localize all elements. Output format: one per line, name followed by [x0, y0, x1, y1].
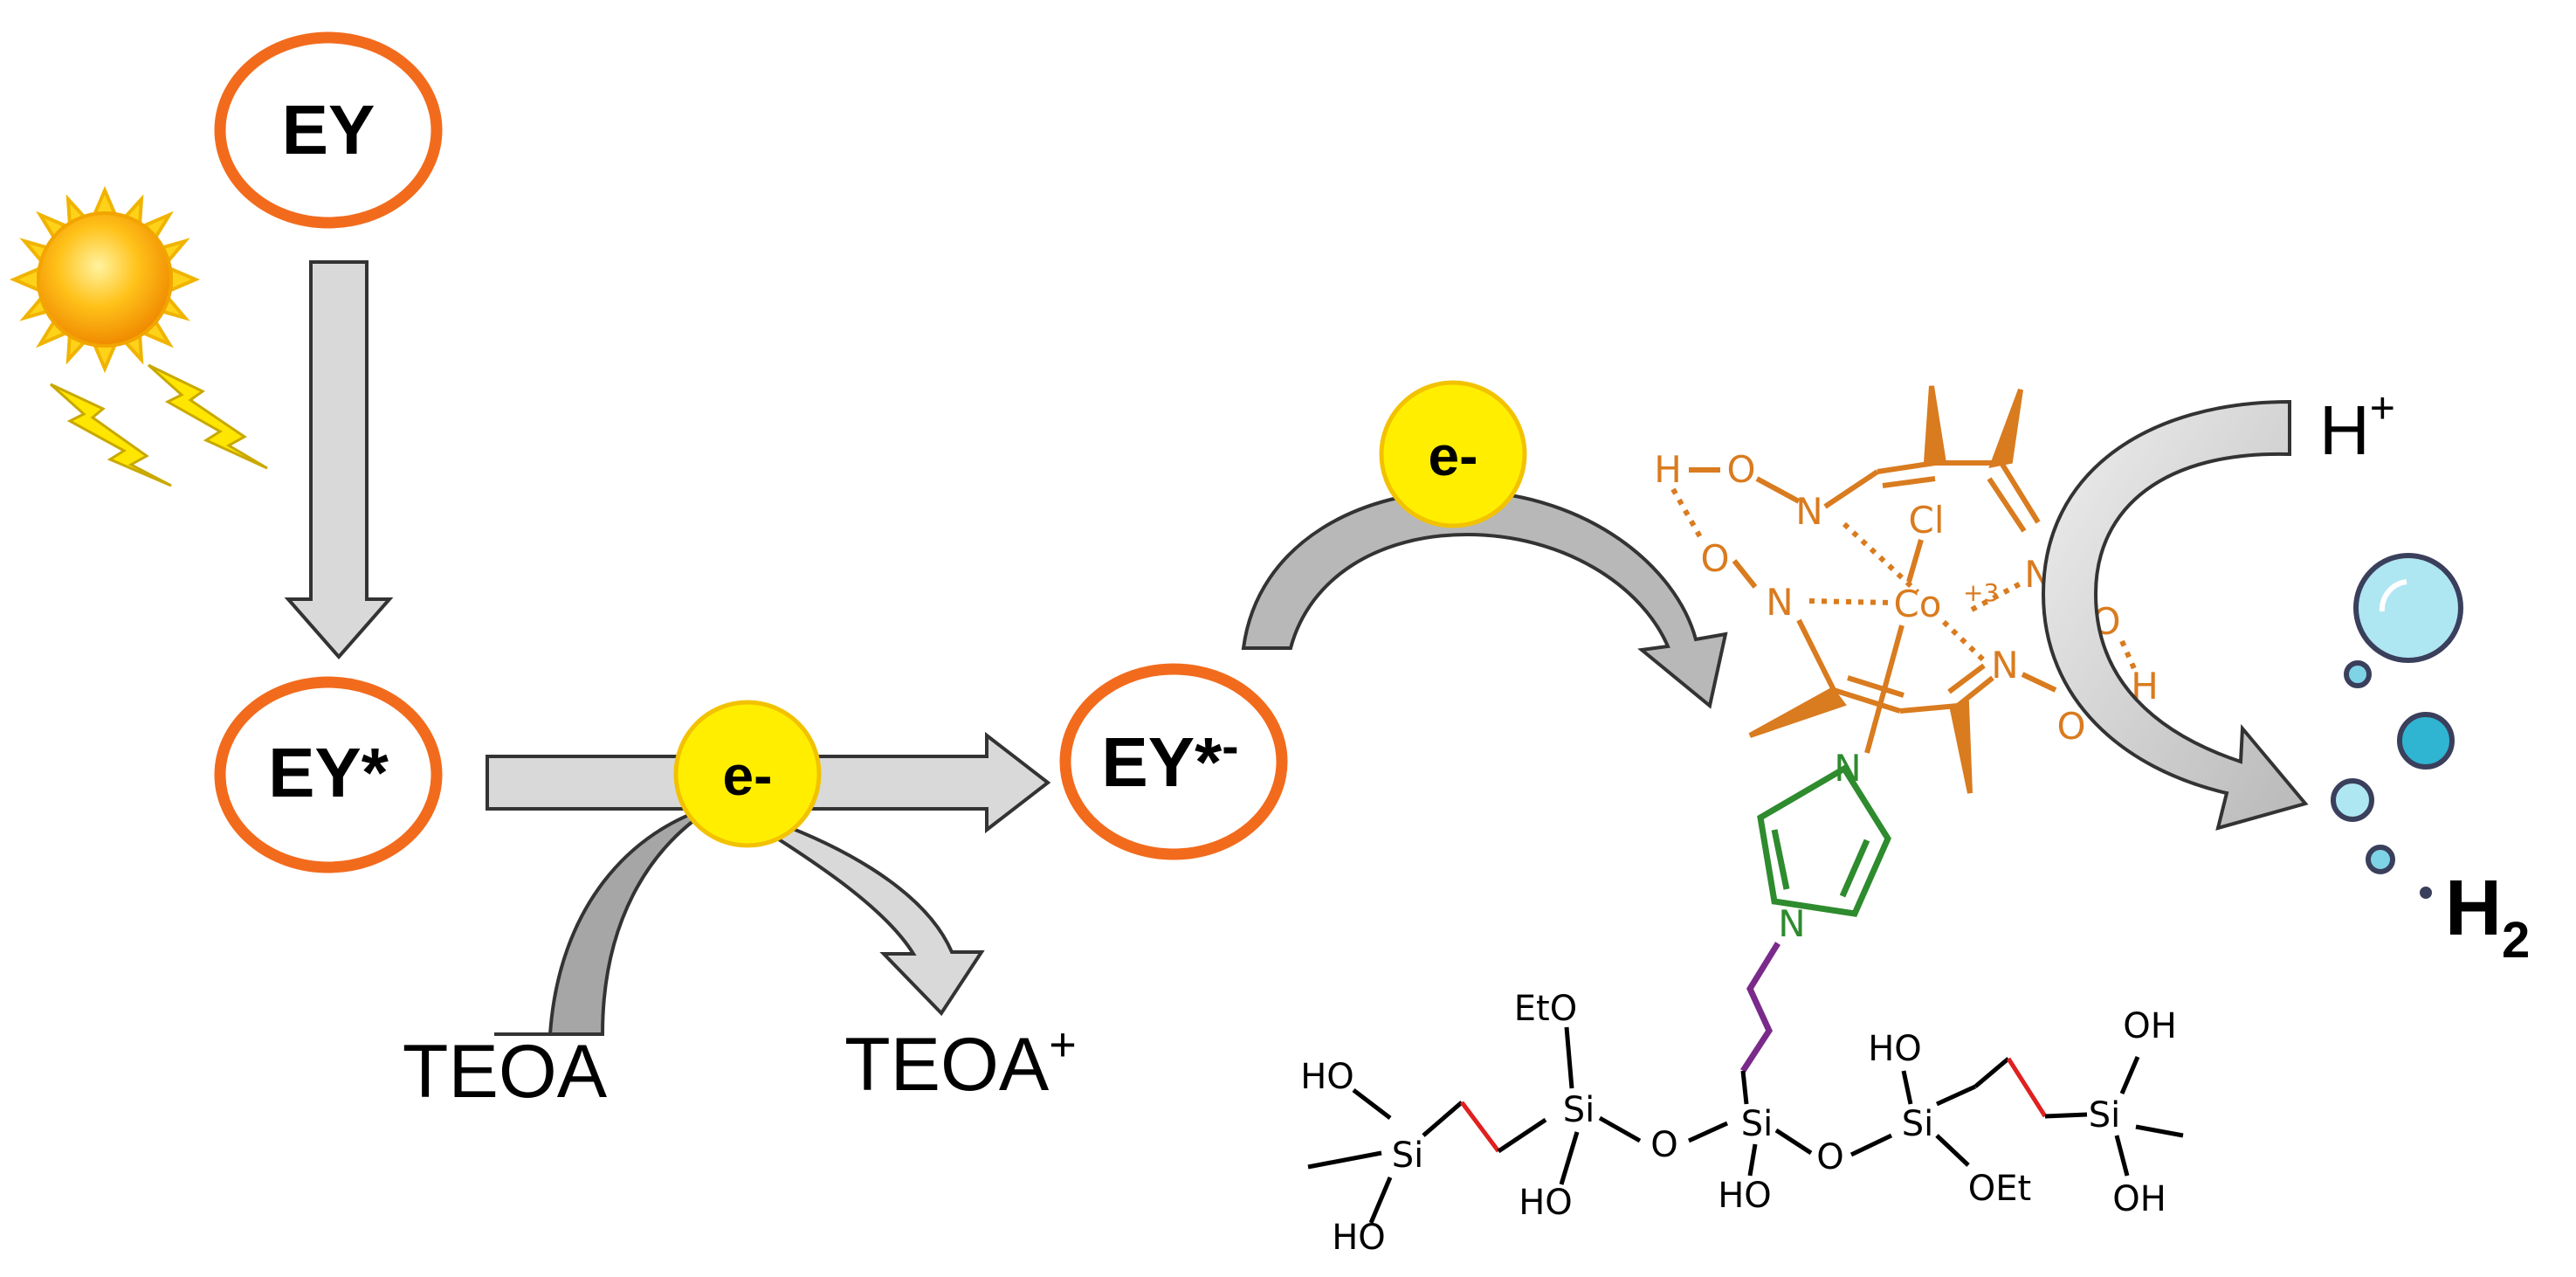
sun-icon: [9, 185, 201, 374]
atom-cl: Cl: [1909, 499, 1945, 542]
electron-transfer-1: e-: [673, 700, 822, 848]
atom-o4: O: [2056, 705, 2085, 748]
si-ho-4: HO: [1718, 1176, 1772, 1216]
si-o-1: O: [1650, 1125, 1677, 1165]
si-atom-2: Si: [1563, 1090, 1595, 1130]
si-oh-2: OH: [2112, 1179, 2166, 1219]
propyl-linker: [1740, 942, 1780, 1073]
teoa-plus-curved-arrow: [723, 804, 985, 1017]
si-ho-1: HO: [1300, 1057, 1354, 1097]
si-atom-4: Si: [1902, 1104, 1934, 1144]
ey-radical-label: EY*-: [1101, 718, 1238, 801]
si-oh-1: OH: [2123, 1006, 2177, 1046]
si-atom-5: Si: [2089, 1095, 2121, 1135]
atom-o2: O: [1700, 537, 1729, 580]
ey-excited-node: EY*: [214, 676, 443, 873]
hydrogen-bubbles-icon: [2331, 553, 2463, 899]
proton-reduction-arrow: [2041, 399, 2309, 831]
electron-transfer-2: e-: [1379, 380, 1527, 528]
electron-label-2: e-: [1429, 425, 1478, 487]
imidazole-n-bottom: N: [1778, 902, 1805, 945]
si-ho-2: HO: [1332, 1218, 1386, 1258]
si-eto-1: EtO: [1514, 989, 1577, 1029]
excitation-arrow: [284, 260, 394, 660]
atom-n1: N: [1795, 490, 1822, 533]
teoa-plus-label: TEOA+: [844, 1018, 1077, 1107]
lightning-icon: [49, 363, 268, 487]
atom-o1: O: [1726, 448, 1755, 491]
atom-co: Co: [1893, 583, 1941, 625]
teoa-label: TEOA: [403, 1030, 608, 1114]
imidazole-ring: [1757, 764, 1891, 917]
teoa-curved-arrow: [494, 804, 718, 1036]
cobaloxime-complex: [1670, 385, 2139, 794]
electron-label-1: e-: [723, 744, 773, 807]
si-ho-5: HO: [1868, 1029, 1922, 1069]
si-ho-3: HO: [1519, 1183, 1573, 1223]
siloxane-backbone: [1307, 1026, 2184, 1224]
imidazole-n-top: N: [1834, 747, 1861, 790]
atom-co-charge: +3: [1963, 578, 1999, 607]
atom-n2: N: [1766, 581, 1793, 624]
ey-radical-node: EY*-: [1059, 663, 1288, 860]
hydrogen-label: H2: [2445, 865, 2530, 969]
proton-label: H+: [2319, 383, 2395, 469]
ey-excited-label: EY*: [268, 734, 389, 811]
si-o-2: O: [1816, 1137, 1843, 1177]
si-oet-2: OEt: [1968, 1169, 2031, 1209]
ey-label: EY: [282, 91, 375, 169]
electron-to-catalyst-arrow: [1241, 488, 1728, 709]
si-atom-3: Si: [1741, 1104, 1774, 1144]
atom-h1: H: [1654, 448, 1682, 491]
ey-node: EY: [214, 31, 443, 229]
atom-n4: N: [1991, 644, 2018, 687]
si-atom-1: Si: [1392, 1135, 1424, 1176]
